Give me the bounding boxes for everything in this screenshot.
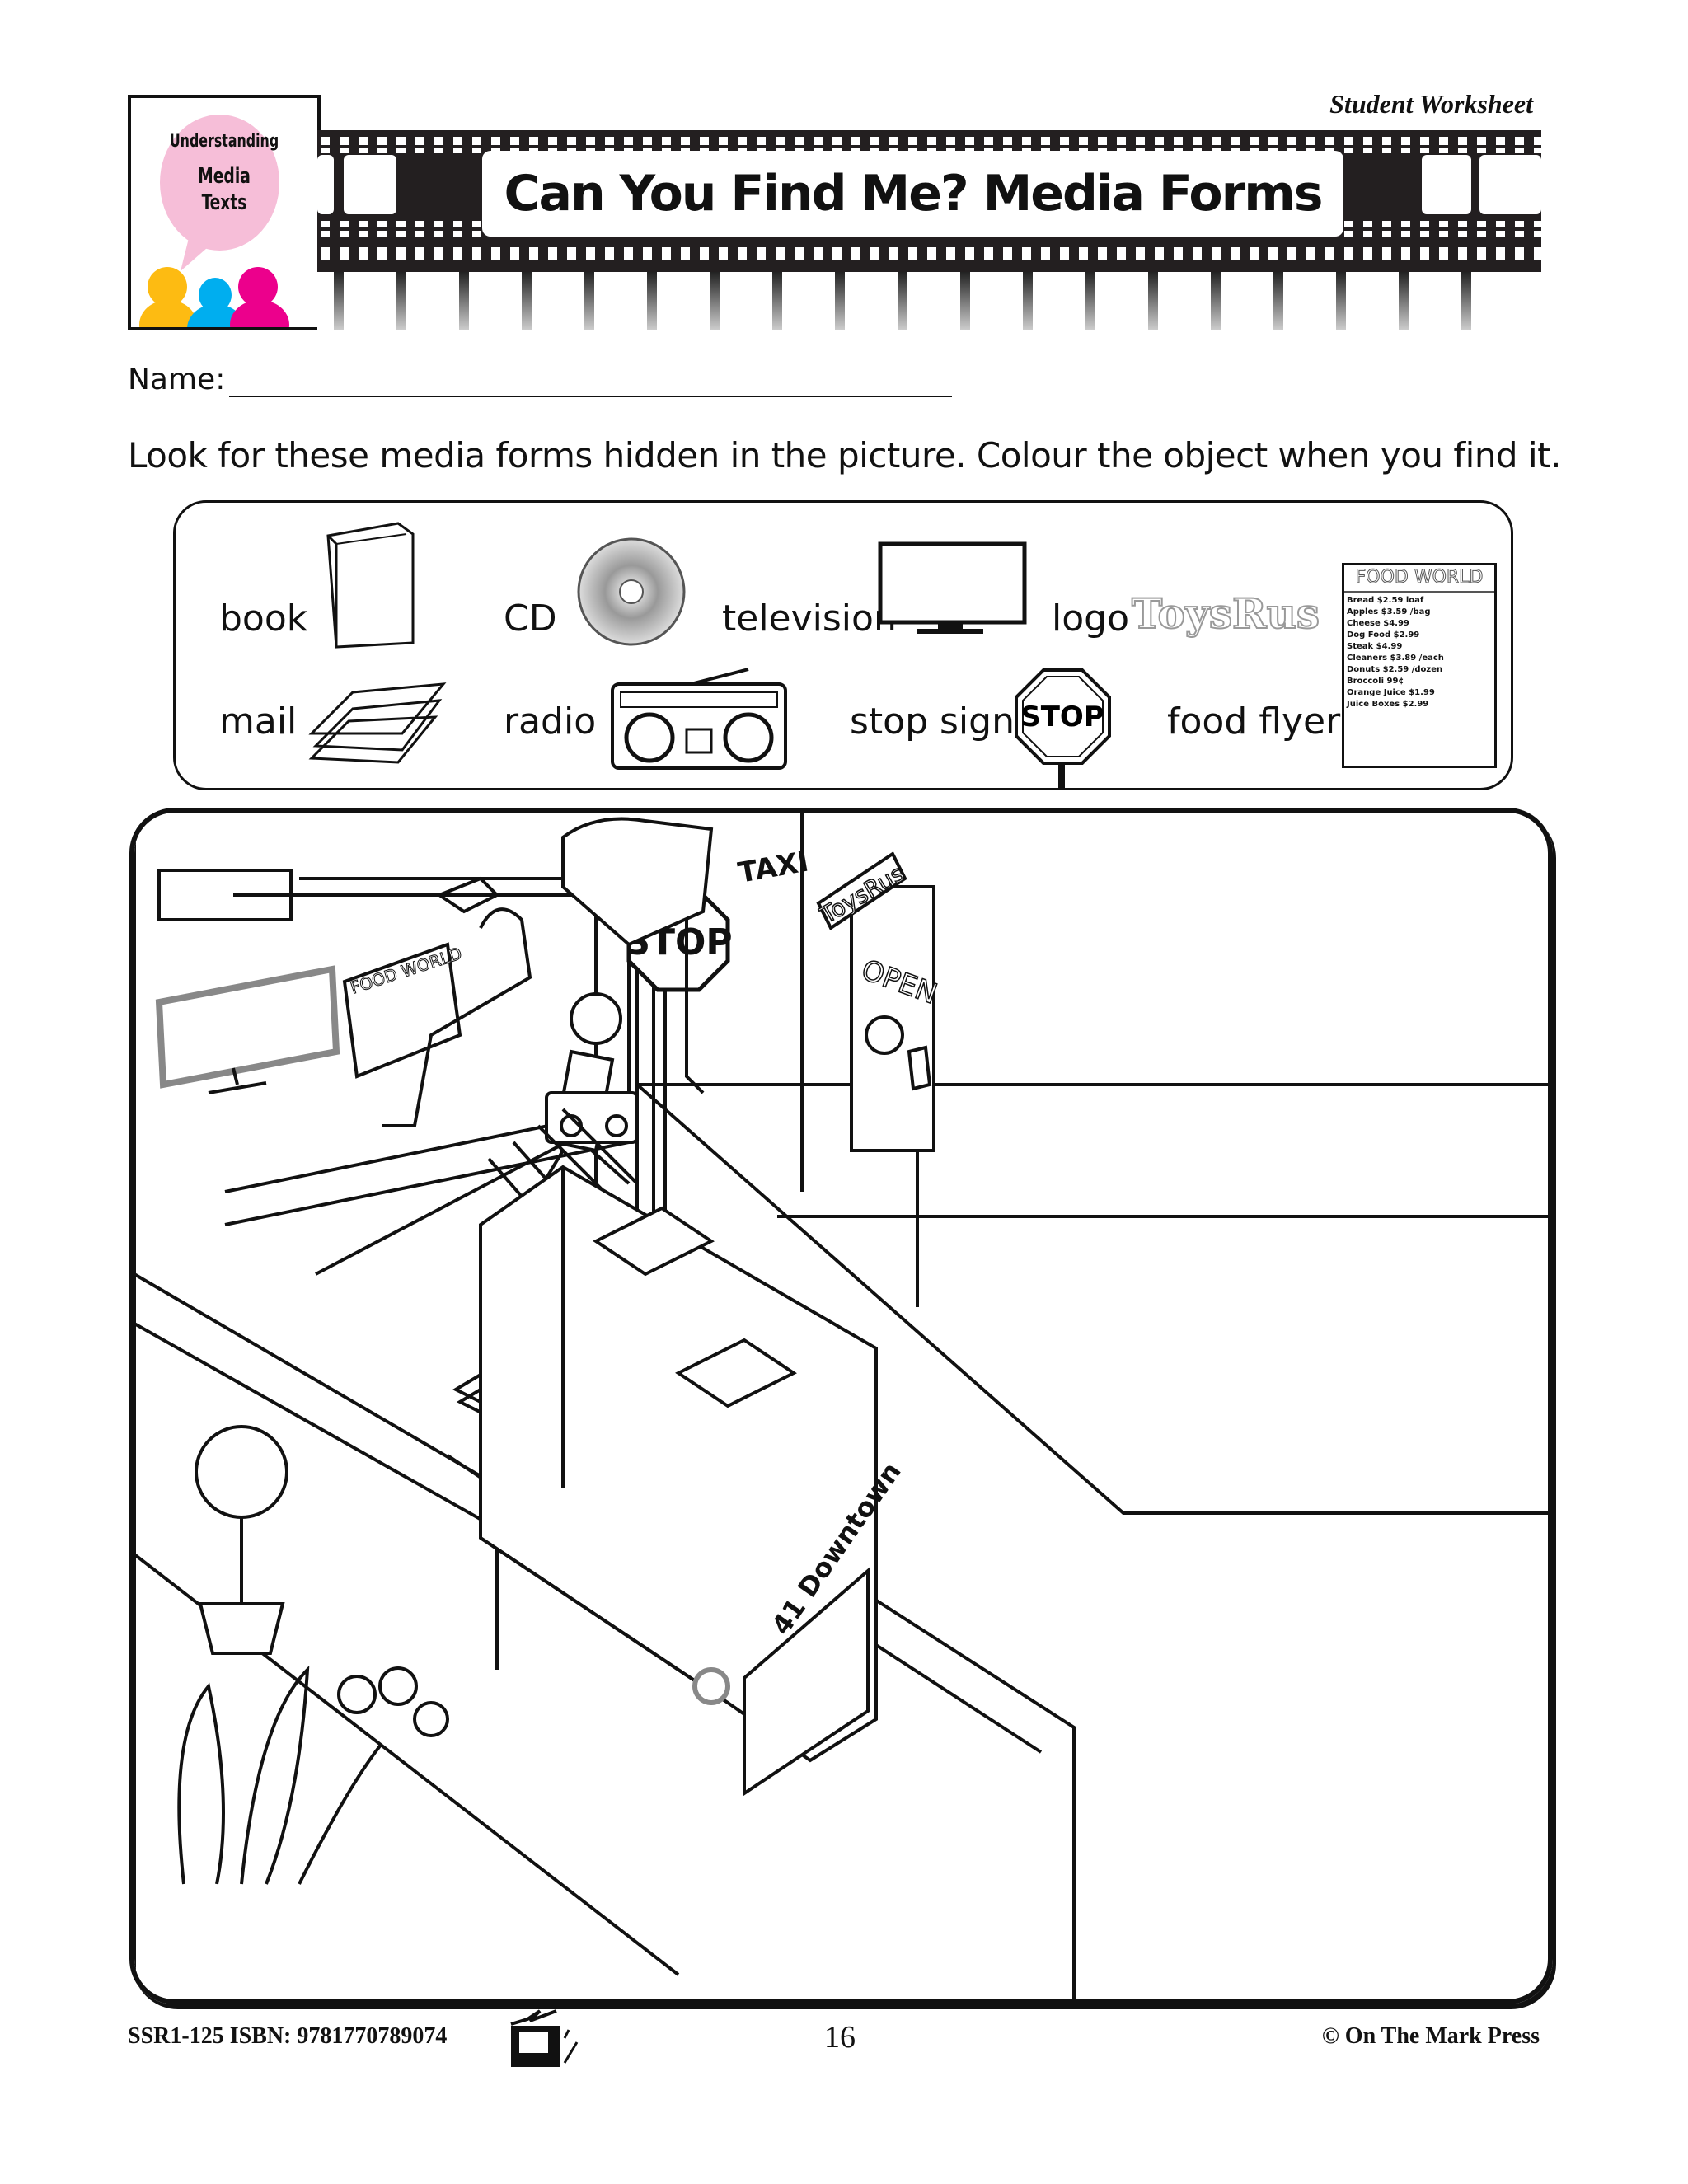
legend-label-cd: CD [504,598,557,640]
footer-code: SSR1-125 ISBN: 9781770789074 [128,2023,448,2049]
bubble-tail [181,238,213,271]
page-title: Can You Find Me? Media Forms [482,151,1343,237]
name-input-line[interactable] [229,396,952,397]
stop-text: STOP [1020,701,1104,733]
publisher-logo-icon [510,2009,579,2067]
flyer-entry: Steak $4.99 [1347,641,1403,651]
toy-store: ToysRus OPEN [800,813,942,1307]
hidden-picture-scene: FOOD WORLD STOP TAXI [129,808,1553,2004]
flyer-title: FOOD WORLD [1344,565,1494,593]
plants [177,1425,449,1885]
copyright: © On The Mark Press [1321,2023,1540,2049]
flyer-entry: Cheese $4.99 [1347,618,1409,628]
legend-label-logo: logo [1052,598,1129,640]
legend-label-book: book [219,598,308,640]
book-icon [326,522,415,649]
television-icon [878,541,1027,634]
food-flyer-icon: FOOD WORLD Bread $2.59 loaf Apples $3.59… [1342,563,1497,768]
taxi-text: TAXI [736,846,811,890]
pole [685,846,705,1094]
cd-icon [577,537,686,646]
instructions: Look for these media forms hidden in the… [128,435,1561,476]
radio-icon [611,668,787,770]
flyer-entry: Orange Juice $1.99 [1347,687,1435,697]
legend-label-stop-sign: stop sign [850,701,1015,743]
logo-word-2: Media [198,164,251,189]
scene-radio [545,1091,639,1144]
scene-television [155,965,340,1094]
flyer-entry: Dog Food $2.99 [1347,630,1420,640]
media-forms-legend: book CD television logo mail radio stop … [173,500,1513,790]
flyer-entry: Bread $2.59 loaf [1347,595,1424,605]
flyer-entry: Broccoli 99¢ [1347,676,1404,686]
scene-book [907,1045,932,1091]
legend-label-mail: mail [219,701,298,743]
name-label: Name: [128,363,226,396]
scene-food-flyer: FOOD WORLD [342,942,465,1079]
bus: 41 Downtown [479,1165,907,1797]
worksheet-label: Student Worksheet [1329,89,1533,119]
mail-icon [308,682,447,764]
speech-bubble [160,115,279,251]
chair [382,907,532,1127]
series-logo: Understanding Media Texts [128,95,321,330]
legend-label-radio: radio [504,701,597,743]
pedestrian [537,992,639,1193]
logo-word-3: Texts [201,190,247,215]
flyer-entry: Juice Boxes $2.99 [1347,699,1429,709]
flyer-entry: Donuts $2.59 /dozen [1347,664,1443,674]
lamp [435,876,500,914]
legend-label-television: television [722,598,897,640]
page-number: 16 [824,2020,856,2055]
flyer-entry: Apples $3.59 /bag [1347,607,1431,616]
logo-word-1: Understanding [169,131,279,152]
flyer-entry: Cleaners $3.89 /each [1347,653,1444,663]
toys-r-us-logo: ToysRus [1131,588,1320,639]
stop-sign-icon: STOP [1015,668,1111,790]
scene-cd [692,1667,730,1705]
legend-label-food-flyer: food flyer [1167,701,1341,743]
